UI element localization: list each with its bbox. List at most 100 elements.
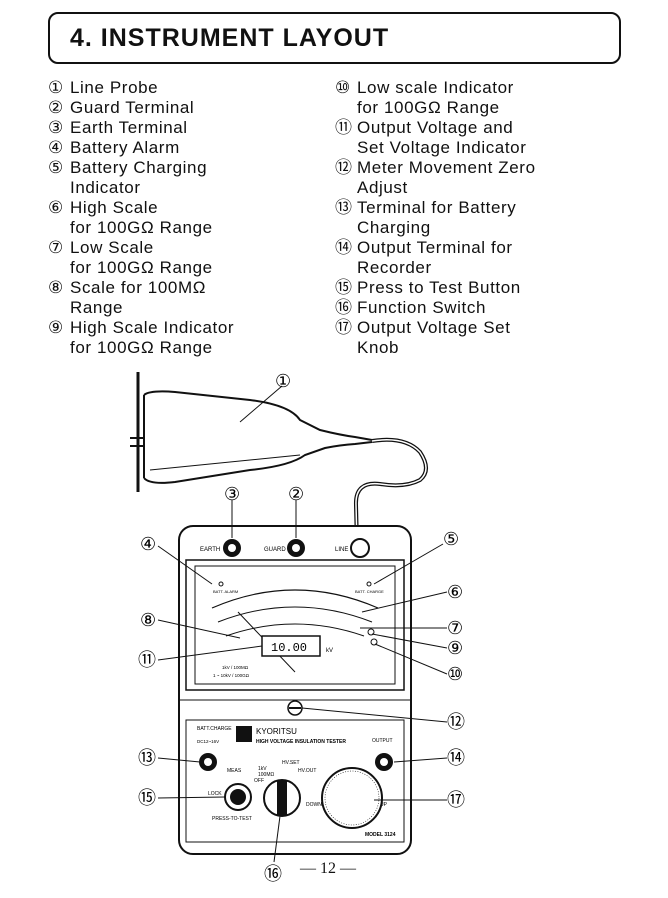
meter-scales xyxy=(211,589,379,673)
output-recorder-terminal[interactable] xyxy=(375,753,393,771)
item-text: Output Terminal for Recorder xyxy=(357,238,513,277)
leader-lines xyxy=(157,385,448,863)
callout-2: ② xyxy=(288,484,304,504)
item-text: High Scale Indicator for 100GΩ Range xyxy=(70,318,235,357)
list-item: ⑩ Low scale Indicator for 100GΩ Range xyxy=(335,78,635,118)
switch-100m-label: 100MΩ xyxy=(258,772,275,778)
item-text: Scale for 100MΩ Range xyxy=(70,278,207,317)
item-text: Output Voltage and Set Voltage Indicator xyxy=(357,118,527,157)
lock-label: LOCK xyxy=(208,791,222,797)
output-voltage-set-knob[interactable] xyxy=(321,767,383,829)
callout-7: ⑦ xyxy=(447,618,463,638)
zero-adjust-screw[interactable] xyxy=(287,700,303,716)
display-reading: 10.00 xyxy=(271,641,307,655)
callout-15: ⑮ xyxy=(138,788,156,808)
range-label-1: 1kV / 100MΩ xyxy=(222,665,249,670)
product-subtitle: HIGH VOLTAGE INSULATION TESTER xyxy=(256,739,346,745)
callout-4: ④ xyxy=(140,534,156,554)
item-number: ⑤ xyxy=(48,158,64,177)
item-number: ⑯ xyxy=(335,298,353,317)
item-number: ⑩ xyxy=(335,78,351,97)
item-number: ④ xyxy=(48,138,64,157)
callout-6: ⑥ xyxy=(447,582,463,602)
section-title: 4. INSTRUMENT LAYOUT xyxy=(70,24,390,52)
item-number: ⑧ xyxy=(48,278,64,297)
list-item: ② Guard Terminal xyxy=(48,98,328,118)
earth-label: EARTH xyxy=(200,547,220,553)
item-number: ⑪ xyxy=(335,118,353,137)
item-text: Low scale Indicator for 100GΩ Range xyxy=(357,78,514,117)
list-item: ⑥ High Scale for 100GΩ Range xyxy=(48,198,328,238)
callout-1: ① xyxy=(275,371,291,391)
item-number: ⑬ xyxy=(335,198,353,217)
switch-hvset-label: HV.SET xyxy=(282,760,300,766)
batt-alarm-label: BATT. ALARM xyxy=(213,589,238,594)
item-number: ⑨ xyxy=(48,318,64,337)
item-number: ⑮ xyxy=(335,278,353,297)
callout-11: ⑪ xyxy=(138,650,156,670)
item-text: Battery Alarm xyxy=(70,138,180,157)
callout-8: ⑧ xyxy=(140,610,156,630)
item-text: Function Switch xyxy=(357,298,486,317)
list-item: ④ Battery Alarm xyxy=(48,138,328,158)
down-label: DOWN xyxy=(306,802,322,808)
brand-name: KYORITSU xyxy=(256,727,297,736)
output-label: OUTPUT xyxy=(372,738,393,744)
callouts: ① ② ③ ④ ⑤ ⑥ ⑦ ⑧ ⑨ ⑩ ⑪ ⑫ ⑬ ⑭ ⑮ ⑯ ⑰ xyxy=(138,371,465,884)
model-label: MODEL 3124 xyxy=(365,832,396,838)
list-item: ⑨ High Scale Indicator for 100GΩ Range xyxy=(48,318,328,358)
batt-charge-label: BATT. CHARGE xyxy=(355,589,384,594)
item-number: ⑫ xyxy=(335,158,353,177)
callout-17: ⑰ xyxy=(447,790,465,810)
section-title-box: 4. INSTRUMENT LAYOUT xyxy=(48,12,621,64)
item-text: Low Scale for 100GΩ Range xyxy=(70,238,213,277)
battery-charging-terminal[interactable] xyxy=(199,753,217,771)
list-item: ⑧ Scale for 100MΩ Range xyxy=(48,278,328,318)
range-label-2: 1 ~ 10kV / 100GΩ xyxy=(213,673,250,678)
line-label: LINE xyxy=(335,547,348,553)
callout-12: ⑫ xyxy=(447,712,465,732)
list-item: ⑦ Low Scale for 100GΩ Range xyxy=(48,238,328,278)
earth-terminal[interactable] xyxy=(223,539,241,557)
item-text: Line Probe xyxy=(70,78,159,97)
callout-13: ⑬ xyxy=(138,748,156,768)
callout-9: ⑨ xyxy=(447,638,463,658)
item-text: Terminal for Battery Charging xyxy=(357,198,517,237)
item-number: ⑥ xyxy=(48,198,64,217)
guard-terminal[interactable] xyxy=(287,539,305,557)
item-text: Output Voltage Set Knob xyxy=(357,318,511,357)
item-number: ② xyxy=(48,98,64,117)
press-to-test-button[interactable] xyxy=(224,783,252,811)
item-text: High Scale for 100GΩ Range xyxy=(70,198,213,237)
meas-label: MEAS xyxy=(227,768,242,774)
dc-rating-label: DC12~16V xyxy=(197,739,219,744)
item-text: Press to Test Button xyxy=(357,278,521,297)
switch-off-label: OFF xyxy=(254,778,264,784)
line-terminal[interactable] xyxy=(350,538,370,558)
item-number: ⑦ xyxy=(48,238,64,257)
guard-label: GUARD xyxy=(264,547,286,553)
function-switch[interactable] xyxy=(263,779,301,817)
batt-alarm-lamp xyxy=(218,581,224,587)
line-probe xyxy=(130,372,428,546)
item-number: ③ xyxy=(48,118,64,137)
callout-3: ③ xyxy=(224,484,240,504)
callout-5: ⑤ xyxy=(443,529,459,549)
item-text: Guard Terminal xyxy=(70,98,195,117)
switch-hvout-label: HV.OUT xyxy=(298,768,316,774)
kyoritsu-logo-icon xyxy=(236,726,252,742)
item-number: ⑭ xyxy=(335,238,353,257)
up-label: UP xyxy=(380,802,388,808)
callout-14: ⑭ xyxy=(447,748,465,768)
